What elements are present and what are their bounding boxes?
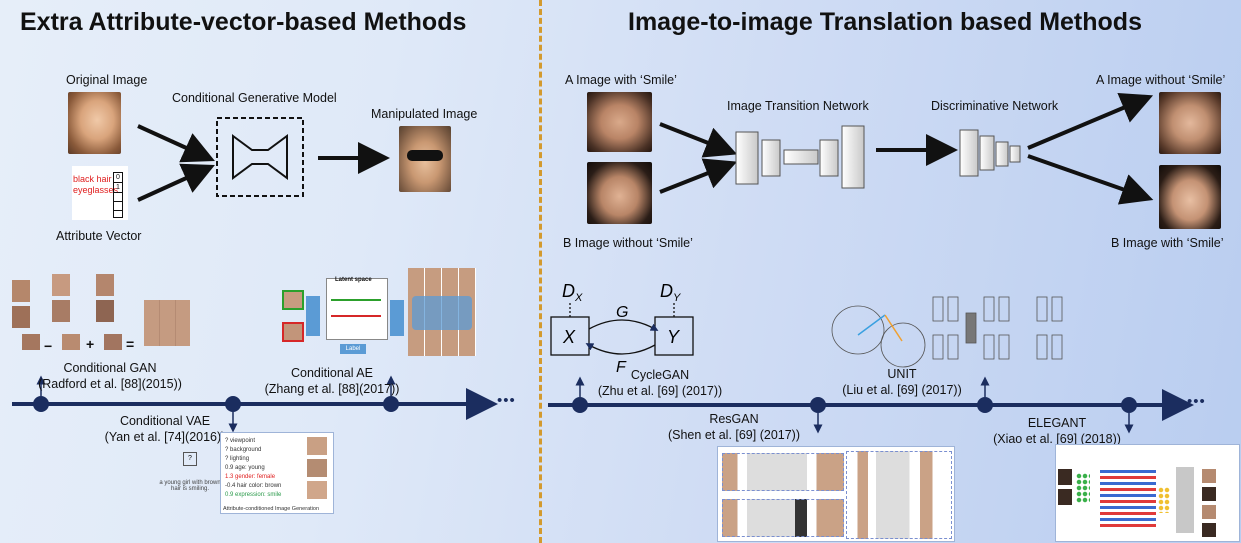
cgm-dashed-box xyxy=(216,117,304,197)
cyclegan-dx: DX xyxy=(562,281,583,304)
timeline-dot-cae xyxy=(383,396,399,412)
cae-entry: Conditional AE (Zhang et al. [88](2017)) xyxy=(262,365,402,397)
unit-name: UNIT xyxy=(887,367,917,381)
cae-name: Conditional AE xyxy=(290,366,373,380)
i2i-diagram-svg xyxy=(659,93,1154,205)
right-timeline-ellipsis: ••• xyxy=(1187,393,1206,410)
sunglasses-shape xyxy=(407,150,443,161)
attr-word-eyeglasses: eyeglasses xyxy=(73,185,119,195)
cgan-cite: (Radford et al. [88](2015)) xyxy=(38,377,182,391)
section-divider xyxy=(539,0,542,543)
cgm-arrows-svg xyxy=(137,117,390,202)
attribute-vector-box: black hair eyeglasses 0 1 xyxy=(72,166,128,220)
cae-cite: (Zhang et al. [88](2017)) xyxy=(264,382,400,396)
cae-latent-label: Latent space xyxy=(335,277,372,283)
itn-label: Image Transition Network xyxy=(727,99,869,113)
cyclegan-f: F xyxy=(616,359,627,376)
cae-figure: Latent space Label xyxy=(282,268,476,358)
cyclegan-cite: (Zhu et al. [69] (2017)) xyxy=(597,384,723,398)
cyclegan-dy: DY xyxy=(660,281,681,304)
unit-figure xyxy=(831,296,1063,368)
left-section-title: Extra Attribute-vector-based Methods xyxy=(20,8,467,36)
itn-blocks xyxy=(735,125,865,189)
b-nosmile-face xyxy=(587,162,652,224)
cvae-sentence: a young girl with brown hair is smiling. xyxy=(159,480,221,492)
cyclegan-y: Y xyxy=(667,327,681,347)
left-timeline-svg xyxy=(12,375,498,433)
cgan-entry: Conditional GAN (Radford et al. [88](201… xyxy=(30,360,190,392)
cvae-cite: (Yan et al. [74](2016)) xyxy=(104,430,226,444)
elegant-cite: (Xiao et al. [69] (2018)) xyxy=(993,432,1121,446)
b-smile-label: B Image with ‘Smile’ xyxy=(1111,236,1224,250)
cvae-name: Conditional VAE xyxy=(119,414,211,428)
attr-word-black-hair: black hair xyxy=(73,174,112,184)
resgan-entry: ResGAN (Shen et al. [69] (2017)) xyxy=(654,411,814,443)
manipulated-face-image xyxy=(399,126,451,192)
elegant-thumb xyxy=(1055,444,1240,542)
cyclegan-x: X xyxy=(562,327,576,347)
timeline-dot-cgan xyxy=(33,396,49,412)
cyclegan-name: CycleGAN xyxy=(630,368,690,382)
timeline-dot-unit xyxy=(977,397,993,413)
a-smile-face xyxy=(587,92,652,152)
attr-bit-0: 0 xyxy=(114,173,122,183)
left-timeline-ellipsis: ••• xyxy=(497,392,516,409)
attribute-vector-label: Attribute Vector xyxy=(56,229,142,243)
attribute-vector-cells: 0 1 xyxy=(113,172,123,218)
timeline-dot-cyclegan xyxy=(572,397,588,413)
right-timeline-svg: DX DY X Y G F xyxy=(548,281,1194,434)
elegant-name: ELEGANT xyxy=(1027,416,1087,430)
cyclegan-entry: CycleGAN (Zhu et al. [69] (2017)) xyxy=(590,367,730,399)
attribute-words: black hair eyeglasses xyxy=(73,174,118,196)
encoder-decoder-icon xyxy=(232,134,288,180)
resgan-cite: (Shen et al. [69] (2017)) xyxy=(667,428,801,442)
unit-entry: UNIT (Liu et al. [69] (2017)) xyxy=(832,366,972,398)
cyclegan-g: G xyxy=(616,304,628,321)
right-section-title: Image-to-image Translation based Methods xyxy=(628,8,1142,36)
a-smile-label: A Image with ‘Smile’ xyxy=(565,73,677,87)
cae-label-box: Label xyxy=(340,344,366,354)
resgan-thumb xyxy=(717,446,955,542)
timeline-dot-resgan xyxy=(810,397,826,413)
b-nosmile-label: B Image without ‘Smile’ xyxy=(563,236,693,250)
timeline-dot-cvae xyxy=(225,396,241,412)
original-image-label: Original Image xyxy=(66,73,148,87)
cvae-sentence-fig: ? a young girl with brown hair is smilin… xyxy=(156,452,224,502)
cgan-figure: − + = xyxy=(12,274,190,364)
disc-blocks xyxy=(959,129,1021,177)
a-nosmile-label: A Image without ‘Smile’ xyxy=(1096,73,1226,87)
original-face-image xyxy=(68,92,121,154)
resgan-name: ResGAN xyxy=(709,412,759,426)
arrow-original-to-model xyxy=(137,124,215,163)
a-nosmile-face xyxy=(1159,92,1221,154)
timeline-dot-elegant xyxy=(1121,397,1137,413)
elegant-entry: ELEGANT (Xiao et al. [69] (2018)) xyxy=(982,415,1132,447)
cvae-caption: Attribute-conditioned Image Generation xyxy=(223,506,320,512)
cyclegan-figure xyxy=(550,303,694,356)
b-smile-face xyxy=(1159,165,1221,229)
unit-cite: (Liu et al. [69] (2017)) xyxy=(842,383,962,397)
disc-label: Discriminative Network xyxy=(931,99,1059,113)
cvae-entry: Conditional VAE (Yan et al. [74](2016)) xyxy=(90,413,240,445)
arrow-vector-to-model xyxy=(137,163,215,202)
cgan-name: Conditional GAN xyxy=(63,361,157,375)
cvae-thumb: ? viewpoint ? background ? lighting 0.9 … xyxy=(220,432,334,514)
attr-bit-1: 1 xyxy=(114,183,122,193)
cgm-label: Conditional Generative Model xyxy=(172,91,337,105)
manipulated-image-label: Manipulated Image xyxy=(371,107,478,121)
